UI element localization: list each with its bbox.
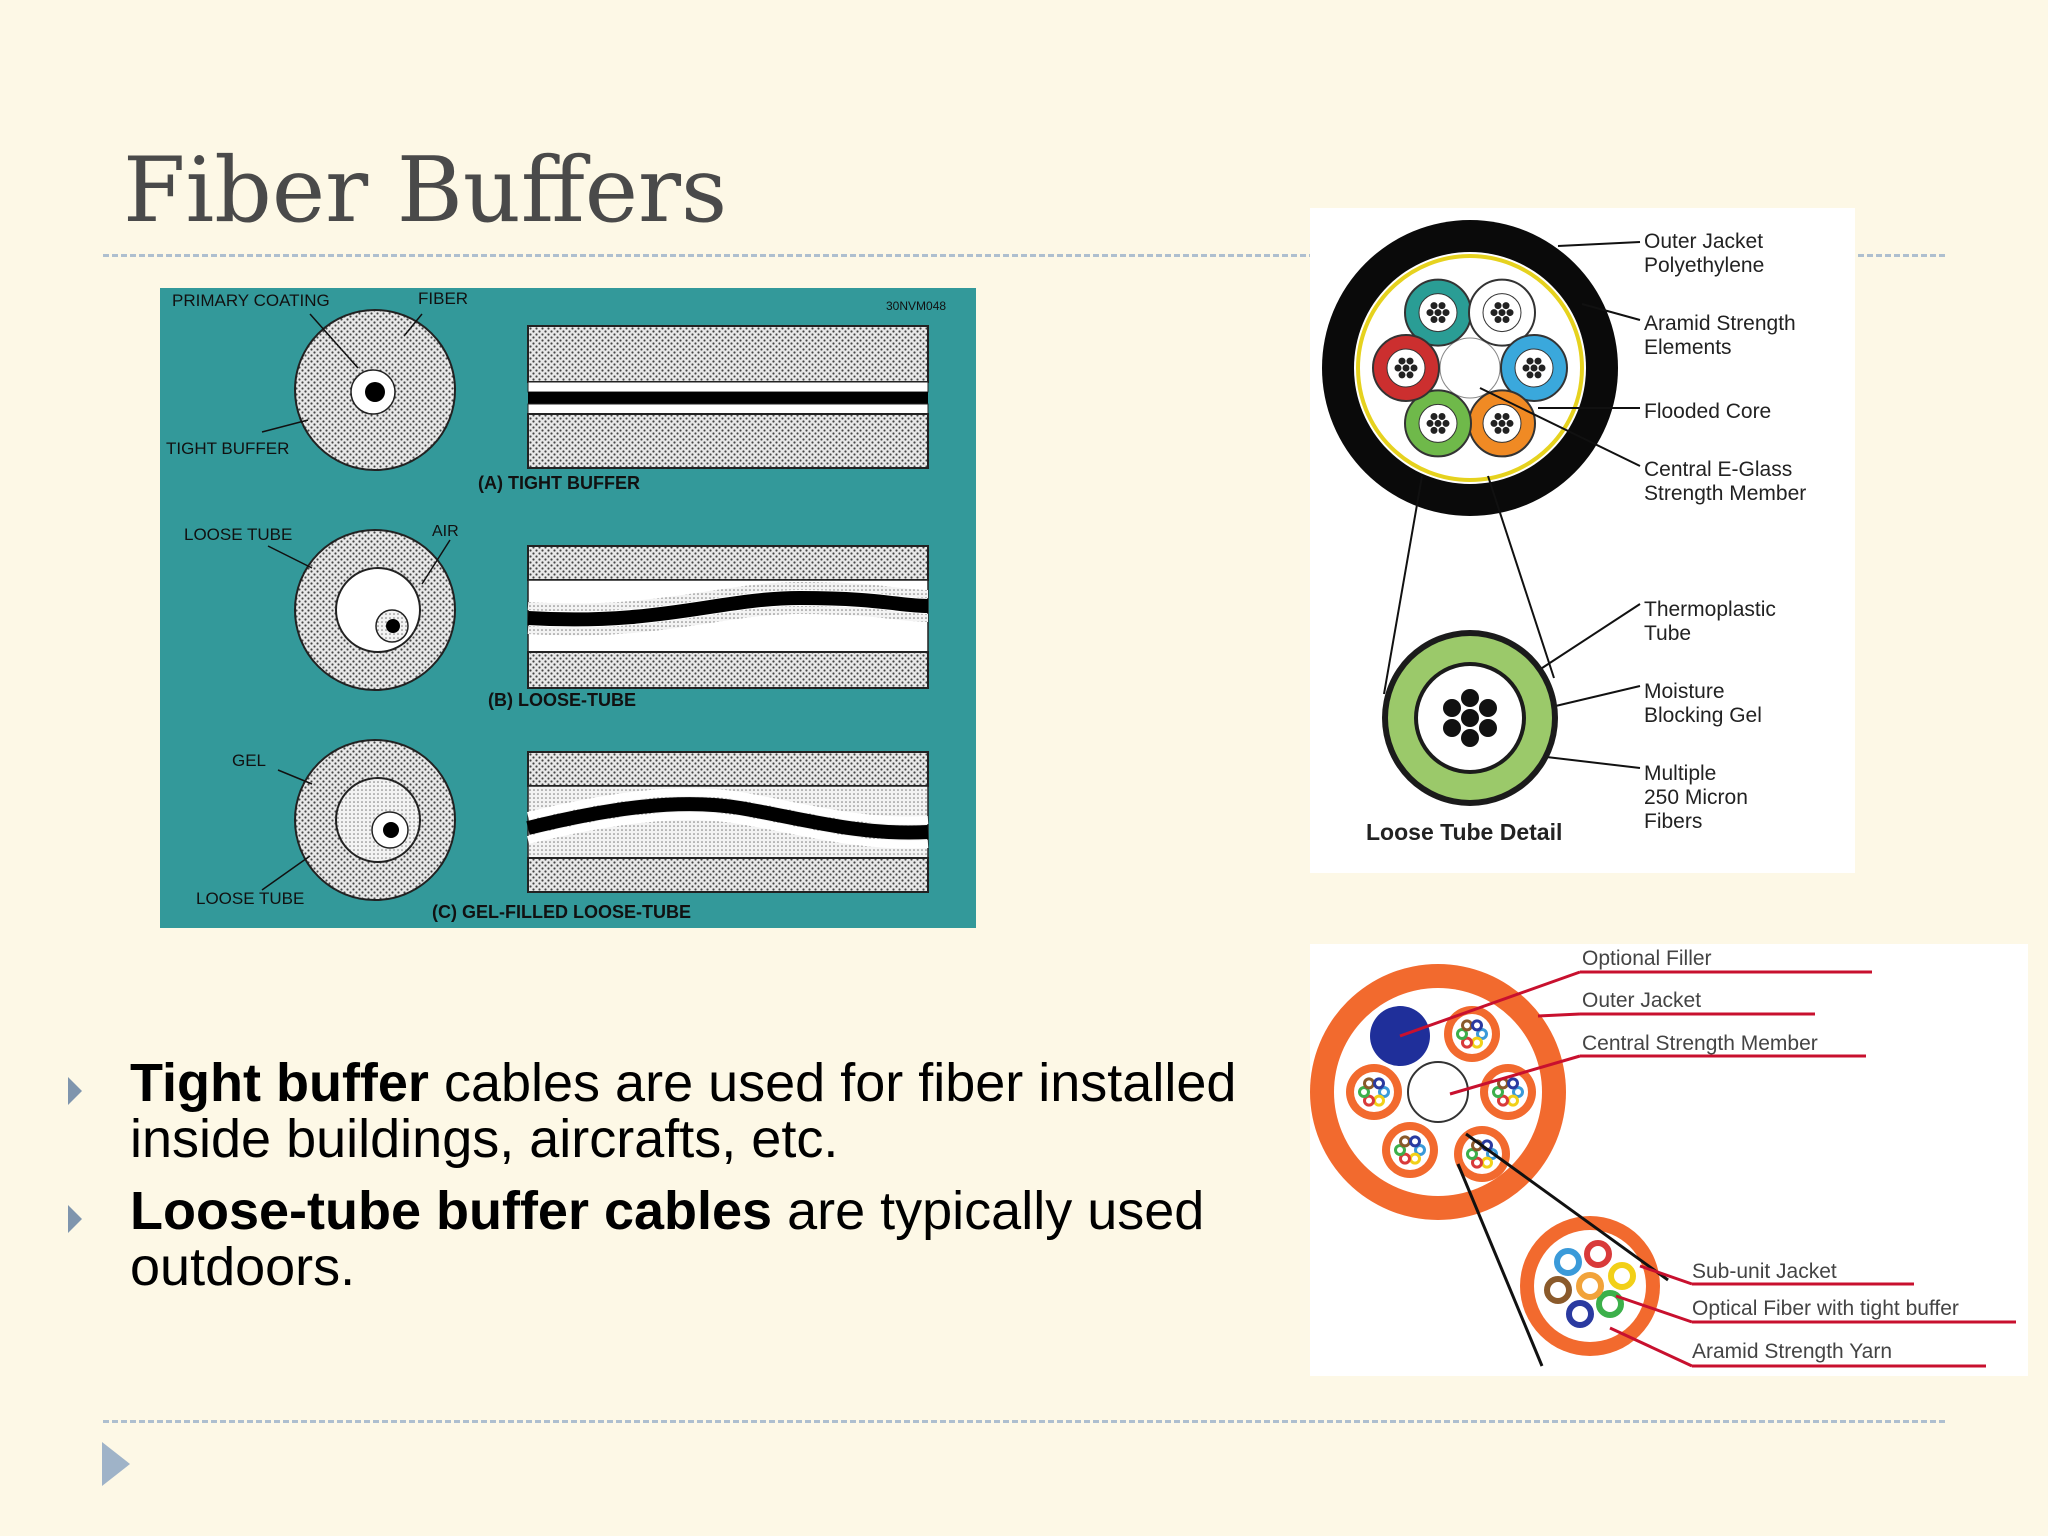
- diagram-id-code: 30NVM048: [886, 299, 946, 313]
- gel-filled-cross-section: [294, 739, 456, 901]
- buffer-tube: [1404, 278, 1472, 347]
- primary-coating-label: PRIMARY COATING: [172, 291, 330, 310]
- sub-unit: [1346, 1064, 1402, 1120]
- caption-a: (A) TIGHT BUFFER: [478, 473, 640, 493]
- bullet-arrow-icon: [68, 1205, 82, 1233]
- tight-buffer-side-view: [527, 325, 929, 469]
- tight-buffer-cross-section: [294, 309, 456, 471]
- next-slide-arrow-icon[interactable]: [102, 1442, 130, 1486]
- gel-filled-side-view: [526, 751, 929, 893]
- outer-jacket-label-2: Polyethylene: [1644, 254, 1764, 277]
- loose-tube-side-view: [527, 545, 929, 689]
- tight-buffer-label: TIGHT BUFFER: [166, 439, 289, 458]
- loose-tube-cable-diagram: Outer Jacket Polyethylene Aramid Strengt…: [1310, 208, 1855, 873]
- slide-title: Fiber Buffers: [123, 138, 728, 243]
- multiple-label-1: Multiple: [1644, 762, 1716, 785]
- tight-buffer-cable-diagram: Optional Filler Outer Jacket Central Str…: [1310, 944, 2028, 1376]
- gel-label: GEL: [232, 751, 266, 770]
- sub-unit: [1444, 1006, 1500, 1062]
- tight-buffered-fiber: [1566, 1300, 1594, 1328]
- bullet-text: are typically used outdoors.: [130, 1181, 1205, 1297]
- top-divider: [103, 254, 1945, 257]
- thermoplastic-label-1: Thermoplastic: [1644, 598, 1776, 621]
- optional-filler-label: Optional Filler: [1582, 947, 1712, 970]
- aramid-label-1: Aramid Strength: [1644, 312, 1796, 335]
- buffer-types-diagram: PRIMARY COATING FIBER 30NVM048 TIGHT BUF…: [160, 288, 976, 928]
- buffer-tube: [1500, 334, 1568, 402]
- central-label-2: Strength Member: [1644, 482, 1806, 505]
- bullet-item-loose-tube: Loose-tube buffer cables are typically u…: [68, 1183, 1248, 1295]
- flooded-core-label: Flooded Core: [1644, 400, 1771, 423]
- loose-tube-cross-section: [294, 529, 456, 691]
- distribution-cable-cross-section: [1310, 964, 1566, 1220]
- bullet-item-tight-buffer: Tight buffer cables are used for fiber i…: [68, 1055, 1248, 1167]
- bottom-divider: [103, 1420, 1945, 1423]
- loose-tube-label-2: LOOSE TUBE: [196, 889, 304, 908]
- tight-buffered-fiber: [1608, 1262, 1636, 1290]
- optical-fiber-label: Optical Fiber with tight buffer: [1692, 1297, 1959, 1320]
- multiple-label-3: Fibers: [1644, 810, 1702, 833]
- central-label-1: Central E-Glass: [1644, 458, 1792, 481]
- tight-buffered-fiber: [1544, 1276, 1572, 1304]
- loose-tube-label: LOOSE TUBE: [184, 525, 292, 544]
- moisture-label-2: Blocking Gel: [1644, 704, 1762, 727]
- moisture-label-1: Moisture: [1644, 680, 1725, 703]
- sub-unit: [1454, 1126, 1510, 1182]
- subunit-jacket-label: Sub-unit Jacket: [1692, 1260, 1837, 1283]
- cable-cross-section: [1322, 220, 1618, 516]
- air-label: AIR: [432, 523, 459, 540]
- fiber-label: FIBER: [418, 289, 468, 308]
- bullet-bold-text: Loose-tube buffer cables: [130, 1181, 773, 1241]
- bullet-bold-text: Tight buffer: [130, 1053, 429, 1113]
- caption-b: (B) LOOSE-TUBE: [488, 690, 636, 710]
- aramid-label-2: Elements: [1644, 336, 1732, 359]
- outer-jacket-label-1: Outer Jacket: [1644, 230, 1763, 253]
- buffer-tube: [1468, 389, 1536, 458]
- tight-buffered-fiber: [1584, 1240, 1612, 1268]
- tight-buffered-fiber: [1554, 1248, 1582, 1276]
- sub-unit: [1382, 1122, 1438, 1178]
- central-strength-label: Central Strength Member: [1582, 1032, 1818, 1055]
- buffer-tube: [1404, 389, 1472, 458]
- bullet-arrow-icon: [68, 1077, 82, 1105]
- multiple-label-2: 250 Micron: [1644, 786, 1748, 809]
- loose-tube-detail-label: Loose Tube Detail: [1366, 819, 1562, 845]
- buffer-tube: [1468, 278, 1536, 347]
- tight-buffered-fiber: [1576, 1272, 1604, 1300]
- caption-c: (C) GEL-FILLED LOOSE-TUBE: [432, 902, 691, 922]
- outer-jacket-label: Outer Jacket: [1582, 989, 1701, 1012]
- subunit-detail: [1520, 1216, 1660, 1356]
- bullet-list: Tight buffer cables are used for fiber i…: [68, 1055, 1248, 1311]
- thermoplastic-label-2: Tube: [1644, 622, 1691, 645]
- buffer-tube: [1372, 334, 1440, 402]
- bullet-text: cables are used for fiber installed insi…: [130, 1053, 1237, 1169]
- aramid-yarn-label: Aramid Strength Yarn: [1692, 1340, 1892, 1363]
- tight-buffered-fiber: [1596, 1290, 1624, 1318]
- loose-tube-detail-cross-section: [1382, 630, 1558, 806]
